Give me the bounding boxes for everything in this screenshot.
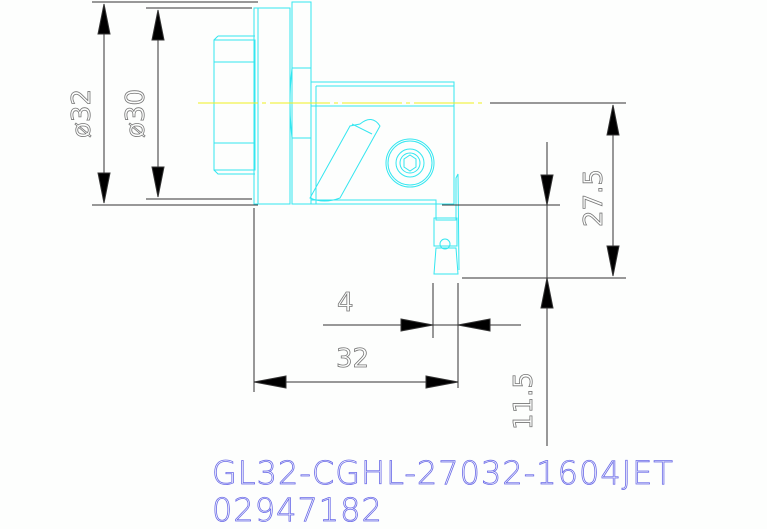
dim-diameter-32: ø32 [67, 89, 97, 138]
article-number-label: 02947182 [212, 491, 383, 529]
tool-holder-outline [213, 1, 460, 275]
dim-height-27-5: 27.5 [579, 169, 609, 227]
dim-width-4: 4 [337, 288, 354, 318]
dimension-lines [92, 1, 626, 446]
part-number-label: GL32-CGHL-27032-1604JET [212, 454, 674, 492]
dim-diameter-30: ø30 [121, 89, 151, 138]
dim-depth-11-5: 11.5 [509, 372, 539, 430]
dim-length-32: 32 [336, 344, 369, 374]
